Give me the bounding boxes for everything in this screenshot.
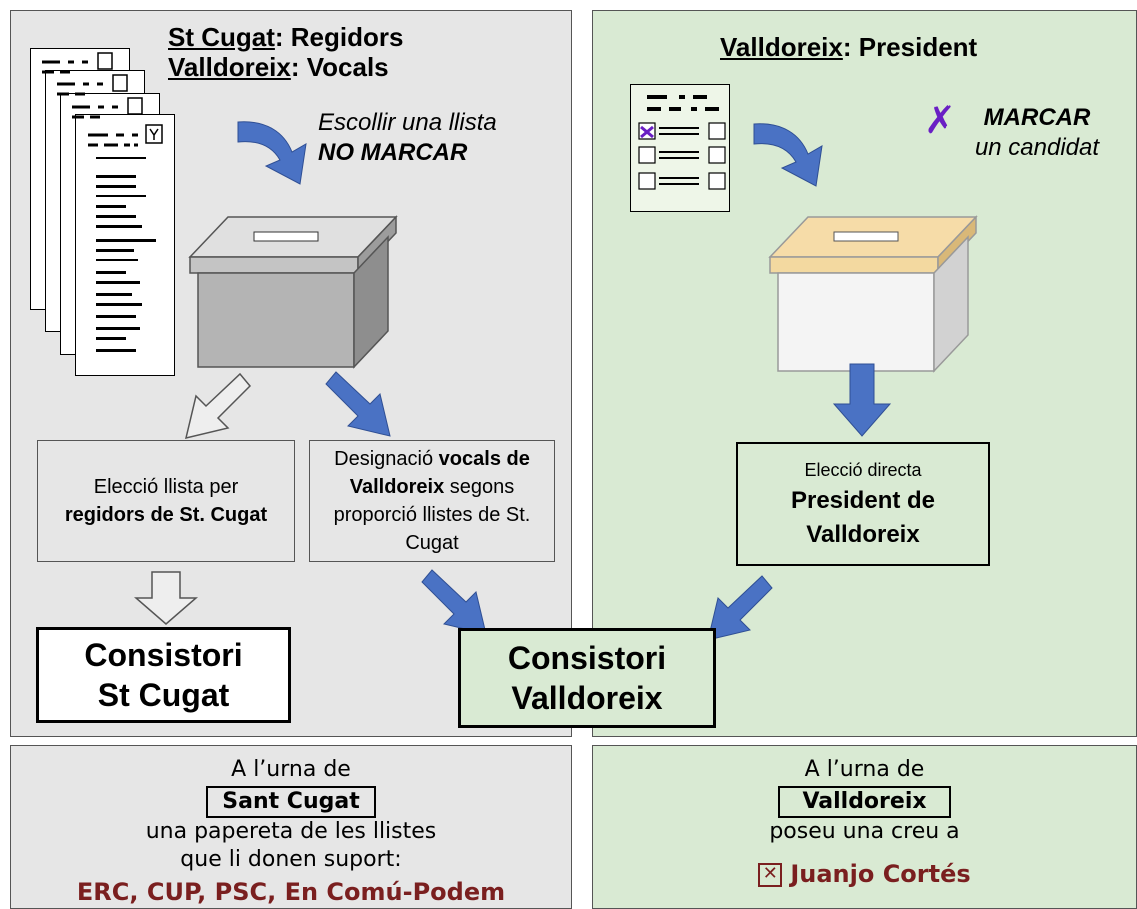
bottom-left-line-3: que li donen suport:	[180, 847, 402, 872]
bottom-right-line-1: A l’urna de	[804, 757, 925, 782]
ballot-box-valldoreix	[768, 215, 978, 373]
president-ballot	[630, 84, 730, 212]
curved-arrow	[237, 121, 307, 185]
left-instruction: Escollir una llista NO MARCAR	[318, 109, 497, 166]
ballot-paper	[75, 114, 175, 376]
ballot-headers	[42, 52, 143, 119]
bottom-right-line-2: poseu una creu a	[769, 819, 960, 844]
right-instruction: MARCAR un candidat	[974, 104, 1100, 161]
bottom-left-parties: ERC, CUP, PSC, En Comú-Podem	[76, 878, 506, 906]
blue-down-arrow	[832, 363, 892, 437]
blue-diagonal-arrow	[325, 371, 391, 437]
ballot-text-lines	[88, 124, 163, 352]
left-header-1: St Cugat: Regidors	[168, 22, 404, 52]
consistori-valldoreix: Consistori Valldoreix	[458, 628, 716, 728]
checked-box-icon: ✕	[758, 863, 783, 887]
bottom-right-framed: Valldoreix	[592, 786, 1137, 818]
president-ballot-content	[638, 95, 726, 190]
ballot-box-gray	[188, 215, 398, 369]
left-header-2: Valldoreix: Vocals	[168, 52, 389, 82]
bottom-right-panel	[592, 745, 1137, 909]
gray-down-arrow	[133, 571, 199, 625]
bottom-left-line-1: A l’urna de	[231, 757, 351, 782]
bottom-left-framed: Sant Cugat	[10, 786, 572, 818]
purple-x-icon: ✗	[924, 98, 956, 142]
box-president: Elecció directa President de Valldoreix	[736, 442, 990, 566]
bottom-right-candidate: ✕Juanjo Cortés	[592, 860, 1137, 888]
bottom-left-line-2: una papereta de les llistes	[145, 819, 437, 844]
consistori-st-cugat: Consistori St Cugat	[36, 627, 291, 723]
right-header: Valldoreix: President	[720, 32, 978, 62]
gray-diagonal-arrow	[184, 372, 252, 440]
curved-arrow-right	[753, 123, 823, 187]
blue-arrow-from-president	[707, 575, 773, 641]
